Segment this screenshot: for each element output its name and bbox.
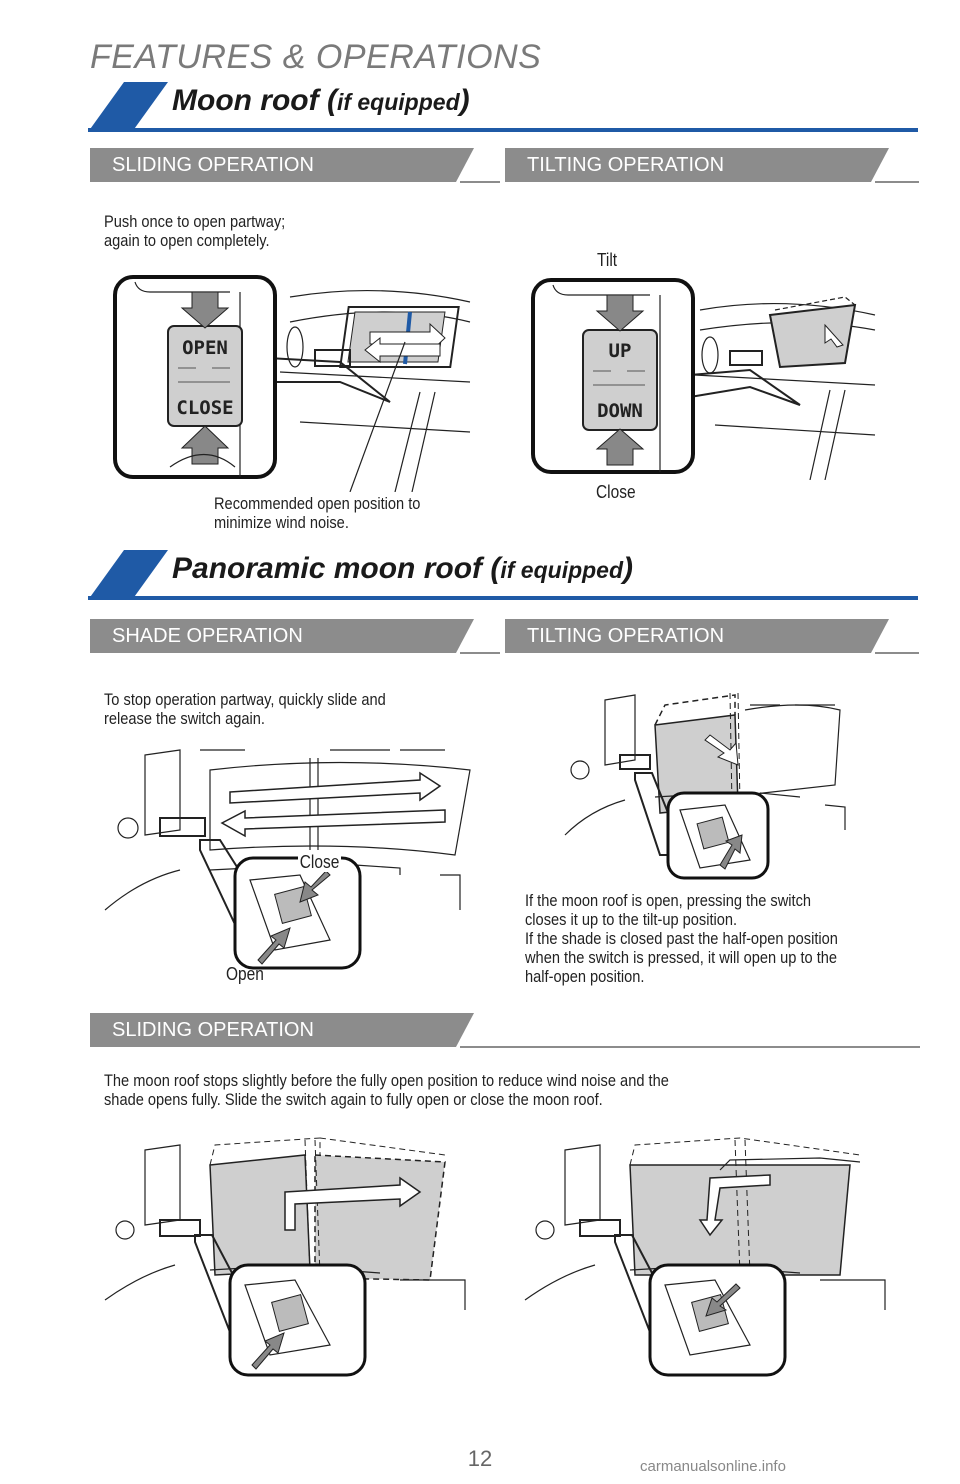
switch-label-up: UP: [609, 340, 632, 362]
page-number: 12: [467, 1446, 493, 1471]
section-title-text: Moon roof (if equipped): [172, 84, 470, 117]
arrow-left-icon: [220, 809, 446, 838]
section-underline: [88, 596, 918, 600]
arrow-down-icon: [180, 291, 230, 329]
subheader-tilting-operation: TILTING OPERATION: [505, 148, 919, 183]
switch-label-close: CLOSE: [176, 397, 233, 419]
arrow-up-icon: [180, 425, 230, 465]
subheader-tilting-operation-panoramic: TILTING OPERATION: [505, 619, 919, 654]
slide-open-arrow-icon: [251, 1332, 285, 1370]
moon-roof-sliding-illustration: OPEN CLOSE: [113, 275, 471, 492]
switch-label-open: OPEN: [182, 337, 228, 359]
section-tab-marker: [88, 550, 168, 600]
section-title-moon-roof: Moon roof (if equipped): [88, 82, 918, 132]
close-label: Close: [596, 482, 636, 502]
slide-close-arrow-icon: [705, 1283, 741, 1317]
subheader-sliding-operation-panoramic: SLIDING OPERATION: [90, 1013, 920, 1048]
panoramic-tilting-note: If the moon roof is open, pressing the s…: [525, 891, 838, 986]
tilt-label: Tilt: [597, 250, 618, 270]
section-underline: [88, 128, 918, 132]
subheader-sliding-operation: SLIDING OPERATION: [90, 148, 510, 183]
arrow-down-icon: [595, 294, 645, 332]
open-arrow-icon: [257, 927, 291, 965]
sliding-note: Push once to open partway; again to open…: [104, 212, 286, 250]
sliding-callout: Recommended open position to minimize wi…: [214, 494, 421, 532]
shade-open-label: Open: [226, 964, 264, 984]
push-arrow-icon: [719, 834, 743, 870]
shade-note: To stop operation partway, quickly slide…: [104, 690, 386, 728]
switch-label-down: DOWN: [597, 400, 643, 422]
page-header: FEATURES & OPERATIONS: [90, 38, 542, 76]
section-title-panoramic-moon-roof: Panoramic moon roof (if equipped): [88, 550, 918, 600]
tilt-arrow-icon: [704, 734, 739, 766]
watermark: carmanualsonline.info: [640, 1458, 786, 1475]
section-title-text: Panoramic moon roof (if equipped): [172, 552, 634, 585]
arrow-curve-icon: [698, 1174, 771, 1237]
arrow-right-icon: [284, 1176, 422, 1231]
arrow-up-icon: [595, 428, 645, 466]
shade-operation-illustration: [104, 749, 471, 970]
shade-close-label: Close: [298, 852, 342, 872]
section-tab-marker: [88, 82, 168, 132]
panoramic-sliding-note: The moon roof stops slightly before the …: [104, 1071, 669, 1109]
tilt-arrow-icon: [824, 323, 844, 348]
panoramic-sliding-open-illustration: [104, 1137, 466, 1377]
subheader-shade-operation: SHADE OPERATION: [90, 619, 510, 654]
panoramic-sliding-close-illustration: [524, 1137, 886, 1377]
panoramic-tilting-illustration: [564, 692, 846, 880]
arrow-right-icon: [229, 771, 442, 804]
close-arrow-icon: [299, 870, 331, 903]
moon-roof-tilting-illustration: UP DOWN: [531, 278, 876, 480]
